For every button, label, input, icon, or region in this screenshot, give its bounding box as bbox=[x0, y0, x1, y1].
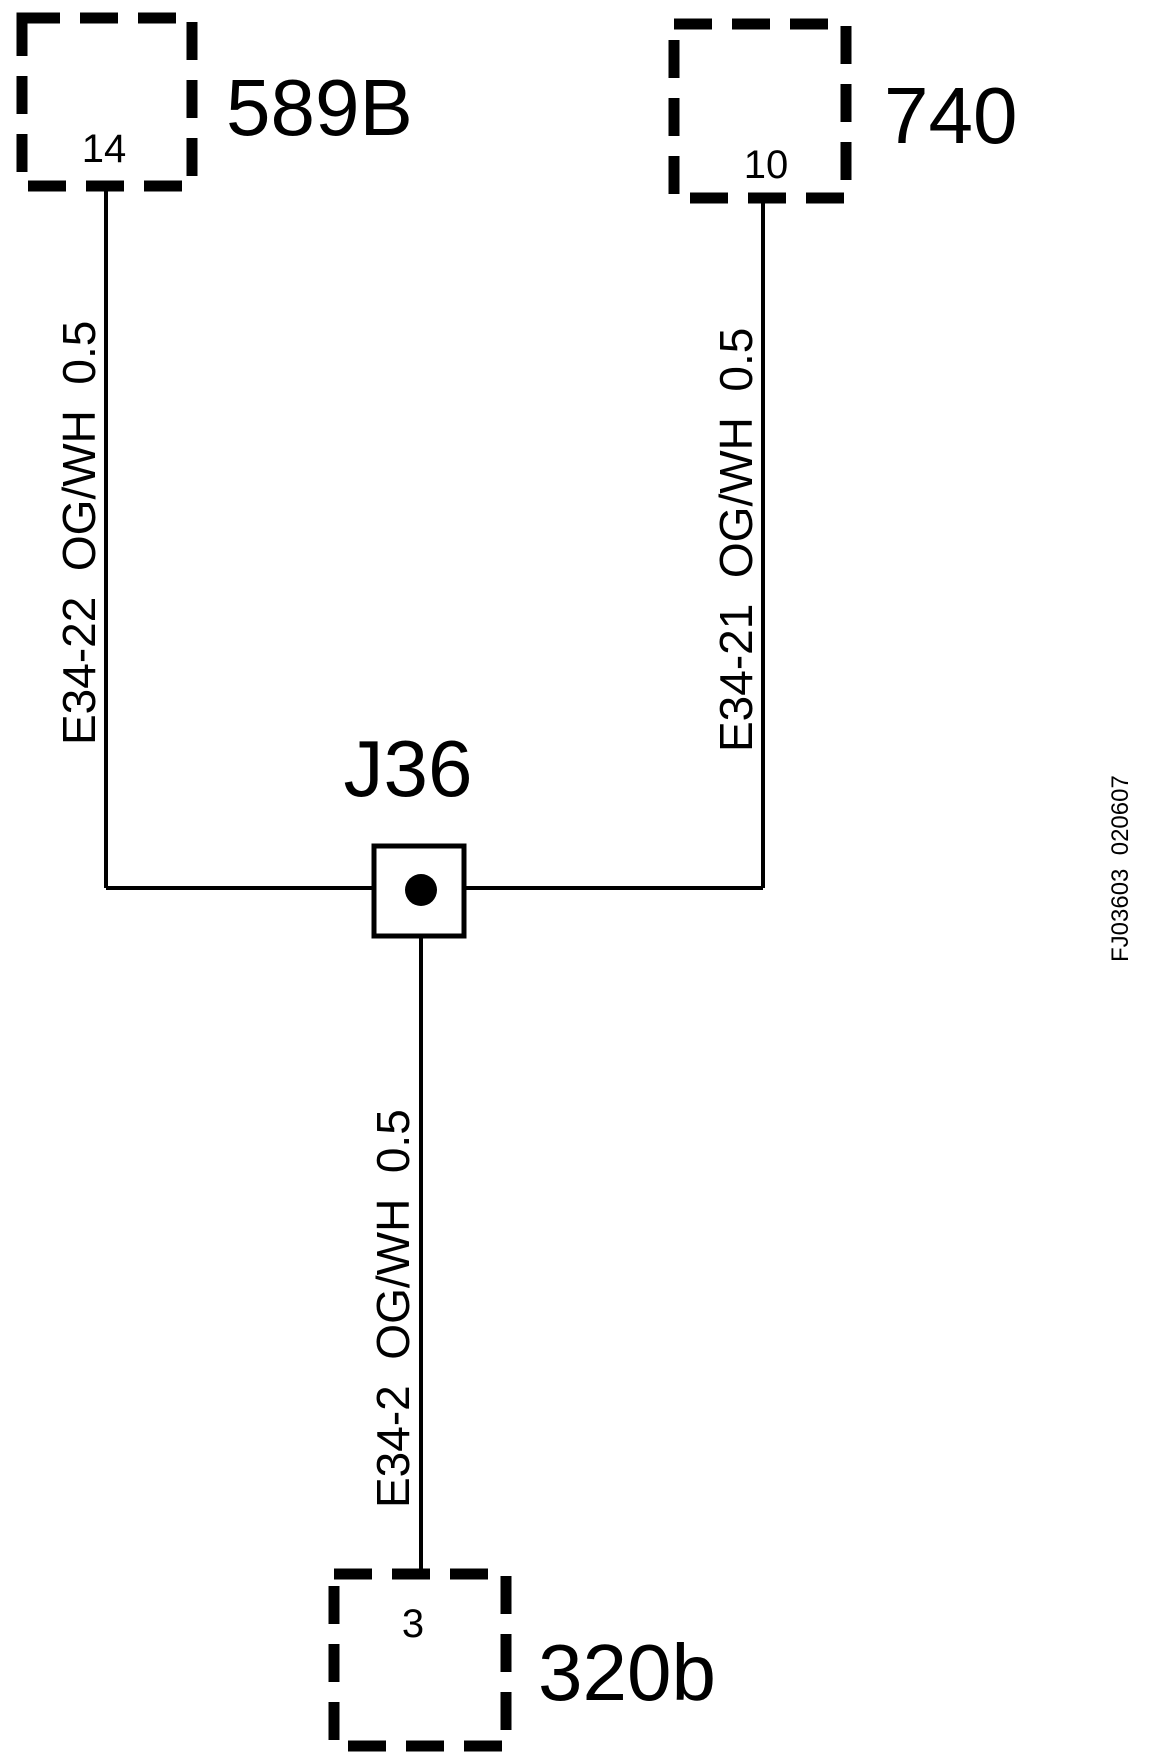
splice-label: J36 bbox=[344, 724, 473, 813]
splice-dot bbox=[405, 874, 437, 906]
figure-reference: FJ03603 020607 bbox=[1107, 775, 1134, 962]
connector-589b-pin: 14 bbox=[82, 127, 127, 171]
splice-j36: J36 bbox=[344, 724, 473, 939]
connector-589b-box bbox=[16, 12, 198, 192]
connector-320b: 3 320b bbox=[328, 1568, 716, 1752]
connector-740-pin: 10 bbox=[744, 143, 789, 187]
wire-label-left: E34-22 OG/WH 0.5 bbox=[53, 321, 105, 745]
wire-label-right: E34-21 OG/WH 0.5 bbox=[710, 328, 762, 752]
connector-589b-label: 589B bbox=[226, 63, 413, 152]
connector-740-label: 740 bbox=[884, 71, 1017, 160]
connector-320b-label: 320b bbox=[538, 1628, 716, 1717]
wire-label-bottom: E34-2 OG/WH 0.5 bbox=[367, 1109, 419, 1508]
connector-589b: 14 589B bbox=[16, 12, 413, 192]
connector-740-box bbox=[668, 18, 852, 204]
connector-320b-box bbox=[328, 1568, 512, 1752]
connector-320b-pin: 3 bbox=[402, 1602, 424, 1646]
connector-740: 10 740 bbox=[668, 18, 1017, 204]
